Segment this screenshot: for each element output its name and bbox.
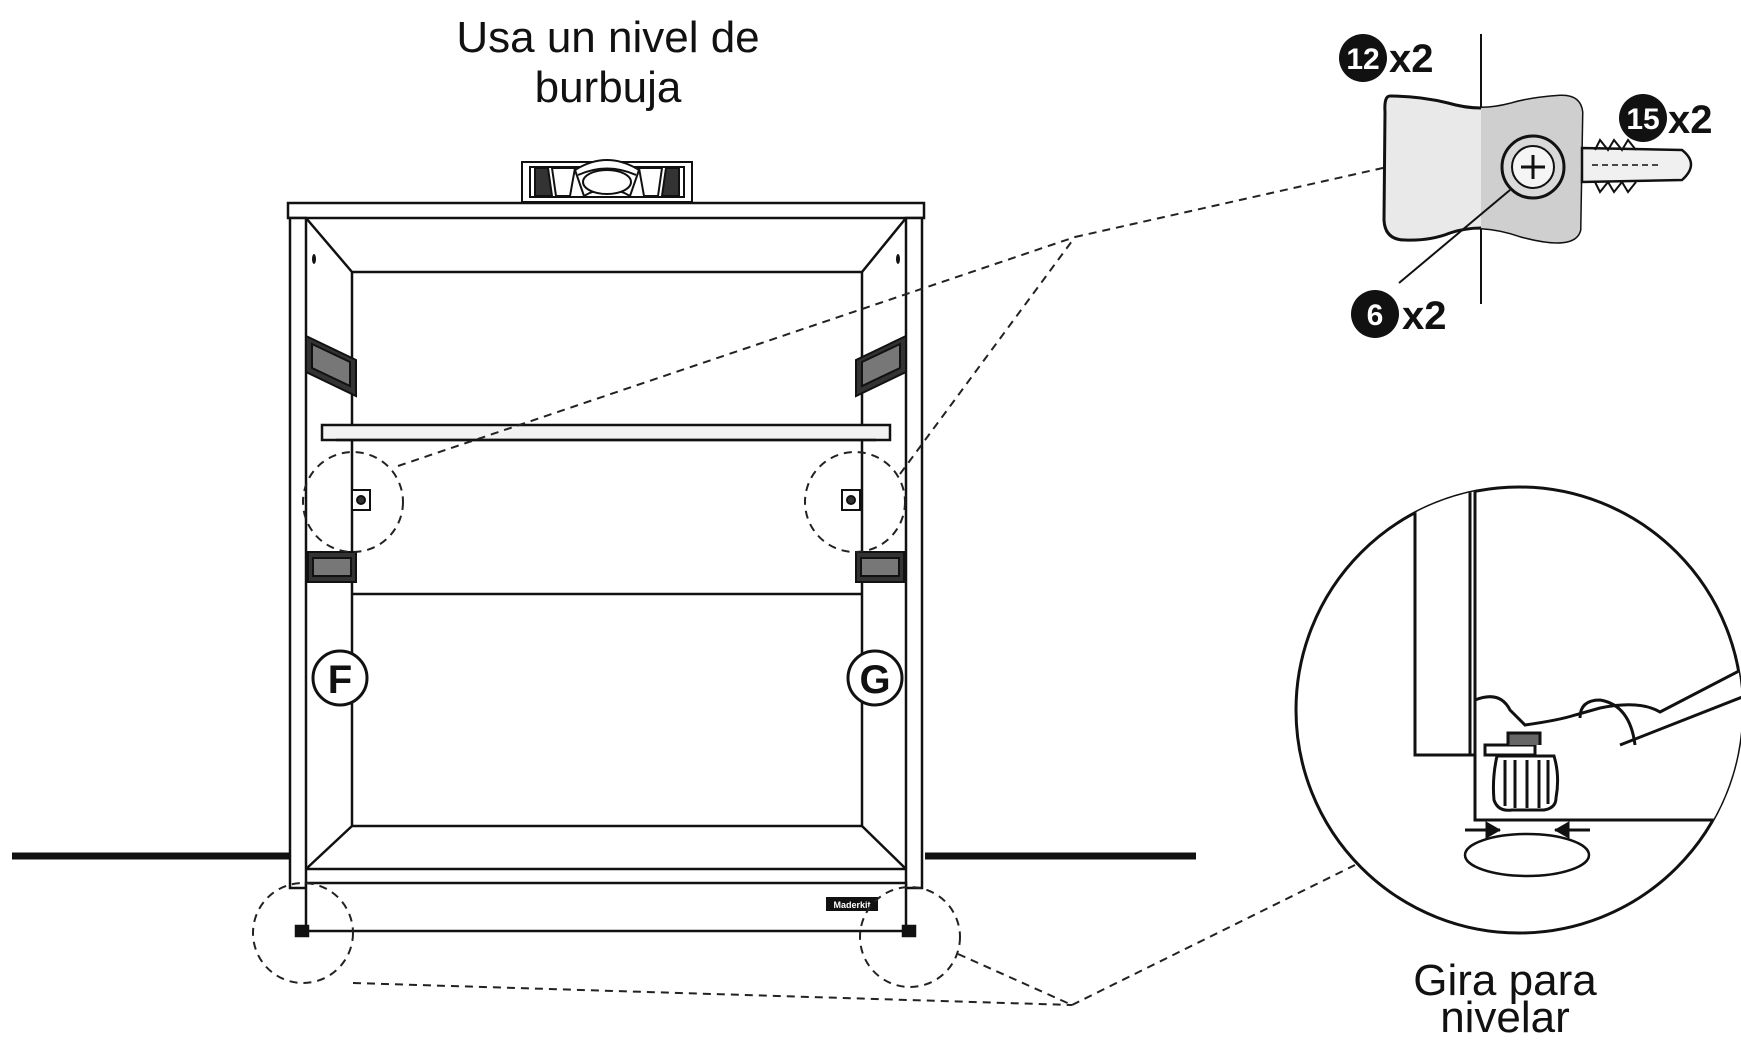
screw-icon	[1500, 134, 1566, 200]
turn-caption-line1: Gira para	[1413, 956, 1597, 1005]
cabinet-top	[286, 201, 926, 220]
part-qty-12: x2	[1389, 37, 1434, 81]
wall-plug-icon	[1580, 138, 1693, 194]
right-foot	[901, 924, 917, 938]
leveling-foot-detail	[1294, 485, 1741, 935]
panel-tag-f: F	[311, 649, 369, 707]
hinge-plates	[305, 334, 907, 583]
turn-caption-line2: nivelar	[1440, 993, 1570, 1041]
part-number-6: 6	[1367, 299, 1384, 332]
level-caption-line1: Usa un nivel de	[456, 13, 759, 62]
part-number-12: 12	[1346, 43, 1379, 76]
brand-label: Maderkit	[833, 900, 870, 910]
part-badge-12: 12 x2	[1339, 34, 1434, 82]
leader-lines	[352, 162, 1406, 1006]
brand-plate: Maderkit	[826, 897, 878, 911]
screw-leader	[1398, 189, 1511, 284]
shelf-brackets	[351, 489, 861, 511]
bubble-level-icon	[521, 159, 693, 203]
plinth	[304, 881, 908, 933]
left-side-panel	[288, 216, 308, 890]
right-side-panel	[904, 216, 924, 890]
panel-label-f: F	[328, 658, 352, 702]
part-number-15: 15	[1626, 103, 1659, 136]
level-caption-line2: burbuja	[535, 63, 682, 112]
side-panel-detail	[1413, 487, 1477, 757]
wall-bracket-detail	[1382, 34, 1693, 304]
rotation-arrows-icon	[1465, 821, 1590, 839]
left-foot	[294, 924, 310, 938]
adjustable-shelf	[320, 423, 892, 442]
cabinet	[286, 201, 926, 938]
panel-tag-g: G	[846, 649, 904, 707]
cam-holes	[312, 254, 900, 264]
part-badge-15: 15 x2	[1619, 94, 1713, 142]
detail-circles	[252, 451, 961, 988]
panel-label-g: G	[859, 658, 890, 702]
part-badge-6: 6 x2	[1351, 290, 1447, 338]
part-qty-15: x2	[1668, 98, 1713, 142]
part-qty-6: x2	[1402, 294, 1447, 338]
